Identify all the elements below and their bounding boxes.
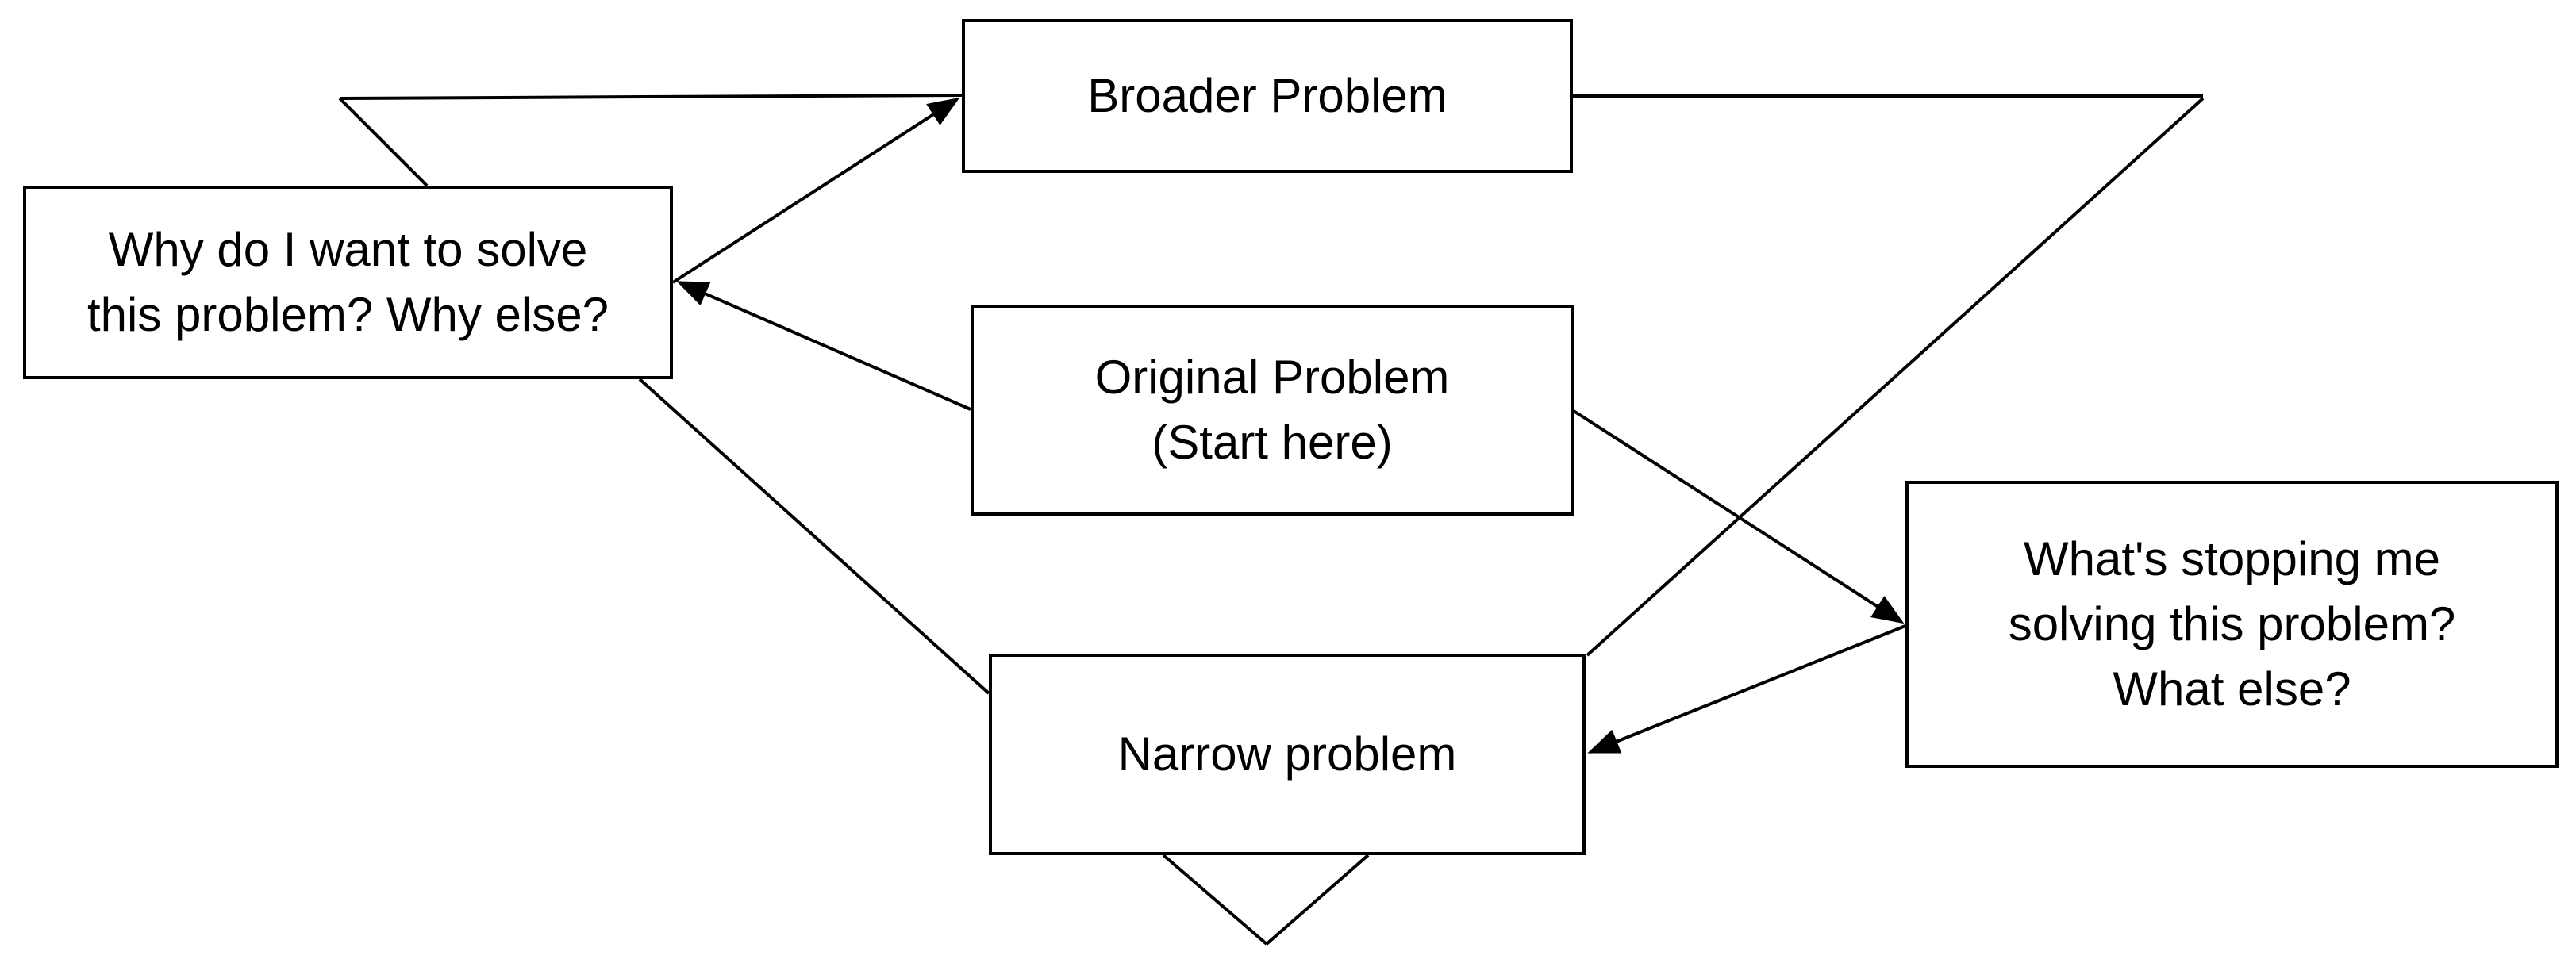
funnel-bottom-right-edge xyxy=(1265,854,1370,946)
original-problem-label: Original Problem (Start here) xyxy=(1095,345,1450,475)
arrow-original-to-why xyxy=(676,281,971,411)
arrow-why-to-broader xyxy=(671,97,960,284)
funnel-right-diagonal xyxy=(1586,97,2205,657)
whats-stopping-line-1: What's stopping me xyxy=(2023,532,2441,585)
funnel-frame xyxy=(338,94,2205,946)
funnel-top-left-stub xyxy=(338,97,429,187)
funnel-left-diagonal xyxy=(638,378,990,695)
original-problem-line-2: (Start here) xyxy=(1152,416,1393,469)
narrow-problem-line-1: Narrow problem xyxy=(1117,727,1457,781)
why-solve-line-2: this problem? Why else? xyxy=(87,288,609,341)
why-solve-label: Why do I want to solve this problem? Why… xyxy=(87,217,609,347)
broader-problem-box: Broader Problem xyxy=(962,19,1573,173)
whats-stopping-line-2: solving this problem? xyxy=(2008,597,2456,650)
funnel-top-left-edge xyxy=(339,94,963,100)
original-problem-box: Original Problem (Start here) xyxy=(971,305,1574,516)
broader-problem-label: Broader Problem xyxy=(1087,63,1448,129)
narrow-problem-box: Narrow problem xyxy=(989,654,1586,855)
flow-arrows xyxy=(671,97,1906,754)
broader-problem-line-1: Broader Problem xyxy=(1087,69,1448,122)
whats-stopping-label: What's stopping me solving this problem?… xyxy=(2009,527,2456,722)
narrow-problem-label: Narrow problem xyxy=(1118,722,1457,787)
original-problem-line-1: Original Problem xyxy=(1094,351,1450,404)
arrow-stopping-to-narrow xyxy=(1587,624,1906,754)
why-solve-line-1: Why do I want to solve xyxy=(108,223,588,276)
funnel-bottom-left-edge xyxy=(1162,854,1268,946)
whats-stopping-line-3: What else? xyxy=(2113,662,2351,716)
arrow-original-to-stopping xyxy=(1572,409,1905,624)
whats-stopping-box: What's stopping me solving this problem?… xyxy=(1905,481,2559,768)
why-solve-box: Why do I want to solve this problem? Why… xyxy=(23,186,673,379)
